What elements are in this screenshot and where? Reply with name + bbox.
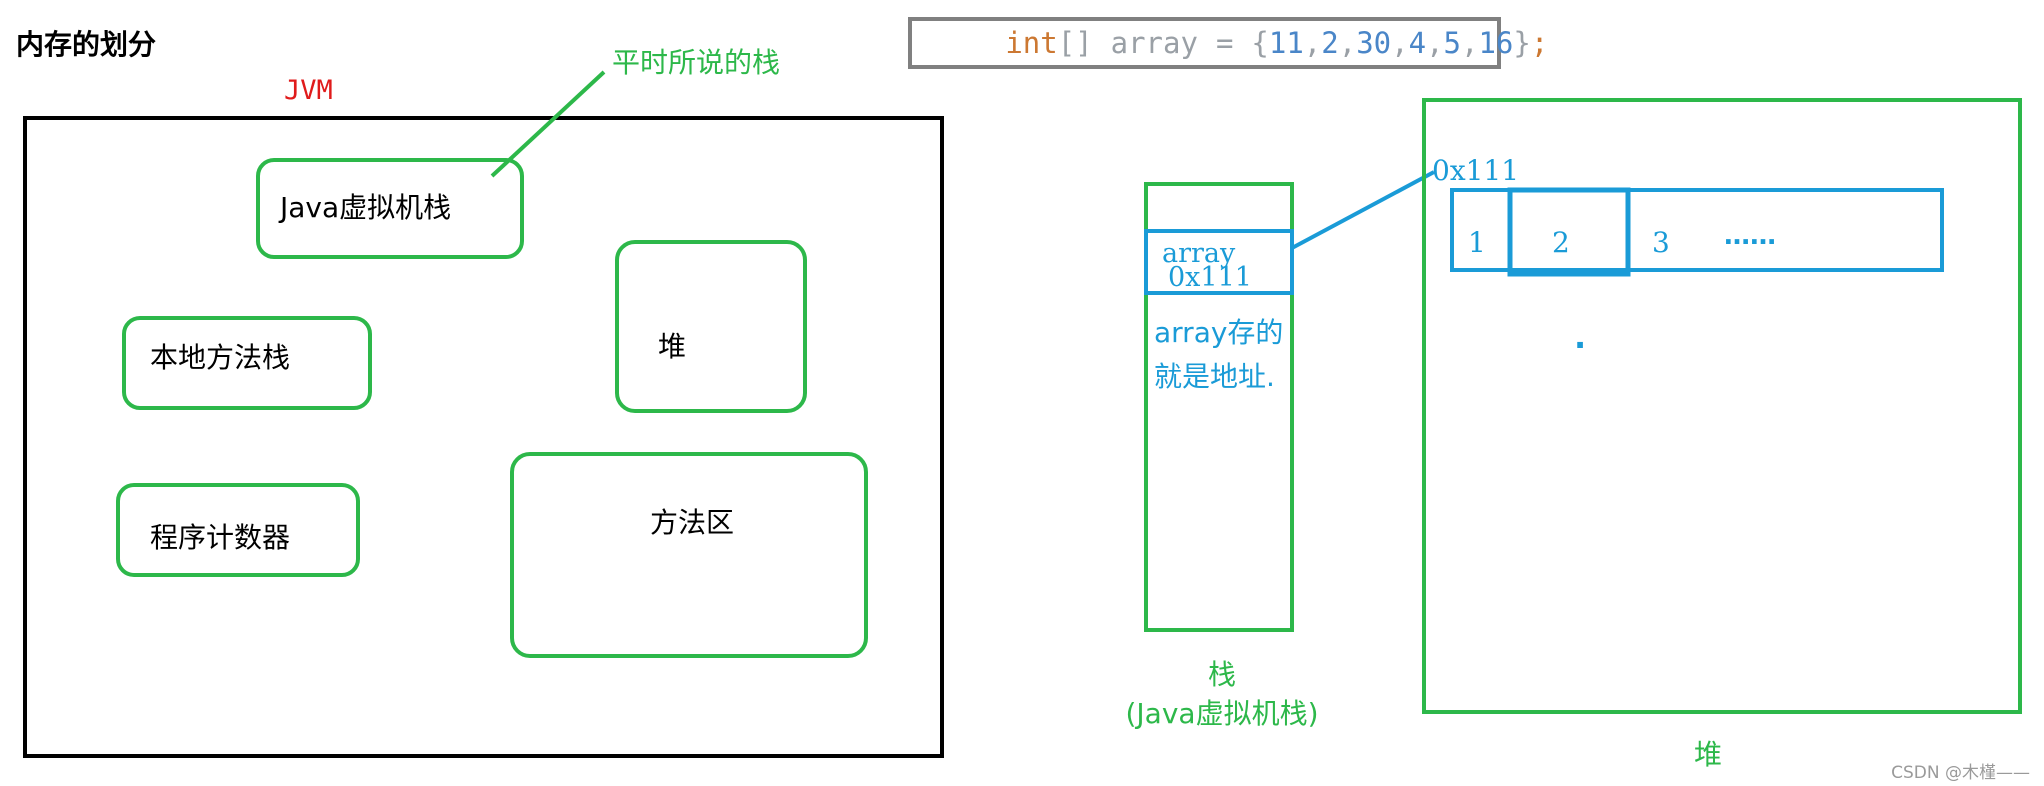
code-value-6: 16 xyxy=(1478,26,1513,60)
stack-label: 栈 xyxy=(1208,658,1236,691)
code-brackets: [] xyxy=(1058,26,1093,60)
heap-dot: . xyxy=(1574,318,1586,356)
array-object xyxy=(1450,188,1944,272)
stack-var-name: array xyxy=(1162,238,1236,269)
address-pointer xyxy=(1291,170,1435,250)
stack-sublabel: (Java虚拟机栈) xyxy=(1126,697,1319,730)
code-keyword: int xyxy=(1005,26,1057,60)
native-stack-box xyxy=(122,316,372,410)
page-title: 内存的划分 xyxy=(16,28,156,61)
heap-area xyxy=(1422,98,2022,714)
callout-text: 平时所说的栈 xyxy=(612,46,780,79)
stack-note-line2: 就是地址. xyxy=(1154,360,1275,393)
native-stack-label: 本地方法栈 xyxy=(150,341,290,374)
method-area-box xyxy=(510,452,868,658)
heap-label: 堆 xyxy=(658,330,686,363)
java-vm-stack-label: Java虚拟机栈 xyxy=(278,191,451,224)
code-name: array xyxy=(1111,26,1198,60)
array-cell-highlight xyxy=(1507,187,1631,277)
stack-var-value: 0x111 xyxy=(1168,262,1252,293)
jvm-label: JVM xyxy=(284,75,333,106)
code-open-brace: { xyxy=(1251,26,1268,60)
heap-address: 0x111 xyxy=(1432,154,1519,187)
stack-frame-array xyxy=(1144,229,1294,295)
code-line: int[]array={11,2,30,4,5,16}; xyxy=(918,26,1601,60)
pc-register-label: 程序计数器 xyxy=(150,521,290,554)
code-semicolon: ; xyxy=(1531,26,1548,60)
code-box xyxy=(908,17,1501,69)
code-value-2: 2 xyxy=(1321,26,1338,60)
stack-column xyxy=(1144,182,1294,632)
method-area-label: 方法区 xyxy=(650,506,734,539)
java-vm-stack-box xyxy=(256,158,524,259)
code-value-1: 11 xyxy=(1269,26,1304,60)
heap-area-label: 堆 xyxy=(1694,738,1722,771)
code-value-4: 4 xyxy=(1409,26,1426,60)
array-cell-2: 2 xyxy=(1552,226,1570,259)
jvm-frame xyxy=(23,116,944,758)
pc-register-box xyxy=(116,483,360,577)
array-cell-3: 3 xyxy=(1652,226,1670,259)
code-close-brace: } xyxy=(1513,26,1530,60)
heap-box xyxy=(615,240,807,413)
array-cell-ellipsis: …… xyxy=(1724,221,1776,251)
array-cell-1: 1 xyxy=(1468,226,1486,259)
watermark: CSDN @木槿—— xyxy=(1891,763,2030,783)
code-value-3: 30 xyxy=(1356,26,1391,60)
stack-note-line1: array存的 xyxy=(1154,316,1283,349)
code-equals: = xyxy=(1216,26,1233,60)
code-value-5: 5 xyxy=(1444,26,1461,60)
